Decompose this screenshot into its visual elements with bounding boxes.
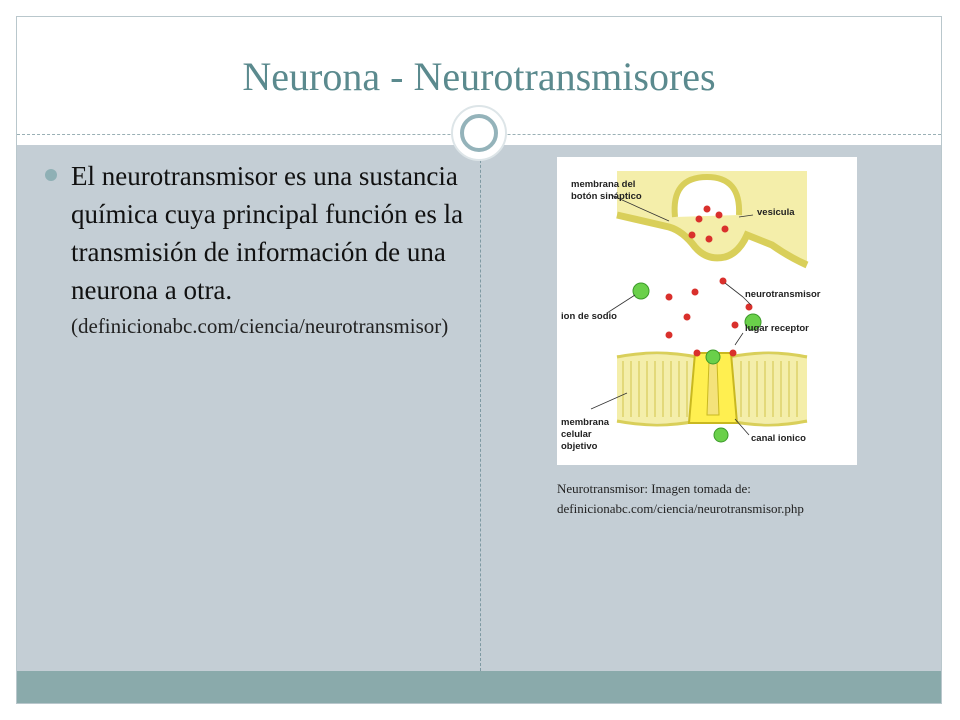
postsynaptic-outline (616, 351, 808, 427)
label-ion-de-sodio: ion de sodio (561, 311, 617, 322)
slide-title: Neurona - Neurotransmisores (242, 54, 716, 99)
label-canal-ionico: canal ionico (751, 433, 806, 444)
neurotransmitter-molecules (665, 205, 753, 357)
bullet-content: El neurotransmisor es una sustancia quím… (71, 157, 465, 341)
synapse-figure: membrana del botón sináptico vesicula ne… (557, 157, 857, 465)
vesicle (671, 173, 743, 218)
circle-ornament-icon (451, 105, 507, 161)
postsynaptic-lipid-stripes (622, 361, 798, 417)
figure-caption: Neurotransmisor: Imagen tomada de: defin… (557, 479, 887, 519)
bullet-item: El neurotransmisor es una sustancia quím… (45, 157, 465, 341)
caption-line-1: Neurotransmisor: Imagen tomada de: (557, 481, 751, 496)
label-membrana-celular-2: celular (561, 429, 592, 440)
label-membrana-celular-1: membrana (561, 417, 610, 428)
bullet-source: (definicionabc.com/ciencia/neurotransmis… (71, 314, 449, 338)
bullet-text: El neurotransmisor es una sustancia quím… (71, 161, 464, 305)
slide: Neurona - Neurotransmisores El neurotran… (16, 16, 942, 704)
label-membrana-boton-1: membrana del (571, 179, 635, 190)
presynaptic-outline (616, 211, 809, 269)
caption-line-2: definicionabc.com/ciencia/neurotransmiso… (557, 501, 804, 516)
synapse-diagram: membrana del botón sináptico vesicula ne… (561, 171, 821, 452)
circle-ornament-ring (460, 114, 498, 152)
label-membrana-boton-2: botón sináptico (571, 191, 642, 202)
label-vesicula: vesicula (757, 207, 795, 218)
label-neurotransmisor: neurotransmisor (745, 289, 821, 300)
label-lugar-receptor: lugar receptor (745, 323, 809, 334)
bullet-icon (45, 169, 57, 181)
ion-channel-pore (706, 360, 720, 416)
sodium-ions (632, 282, 762, 443)
presynaptic-membrane (617, 171, 807, 265)
column-divider (480, 145, 481, 671)
footer-bar (17, 671, 941, 703)
label-membrana-celular-3: objetivo (561, 441, 598, 452)
leader-lines (590, 194, 754, 436)
